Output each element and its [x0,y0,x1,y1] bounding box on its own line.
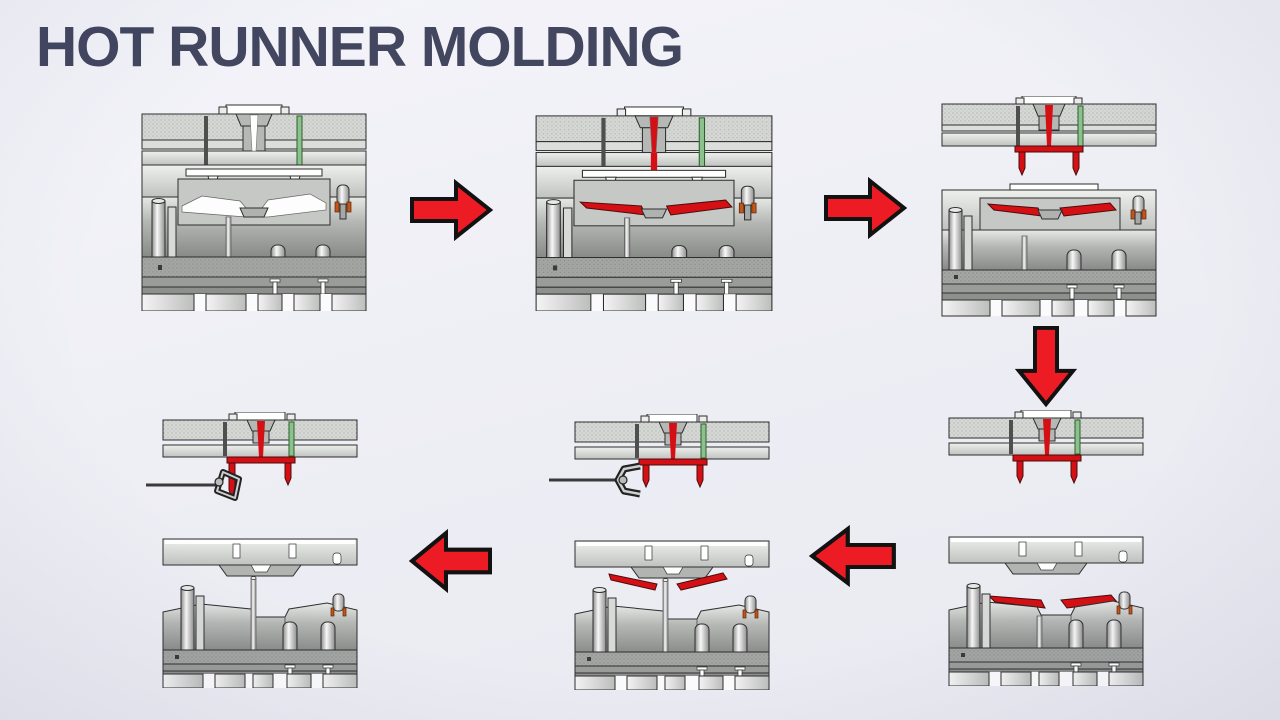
green-pin [1074,419,1081,455]
flow-arrow-3-down-icon [1014,324,1078,408]
block-arrow-down-icon [1014,325,1078,408]
green-pin [296,115,303,166]
mold-diagram-runner-removal [146,412,358,688]
side-component [1130,195,1147,225]
side-component [738,185,757,221]
gripper-arm-closed [146,469,242,501]
molded-part [987,594,1118,609]
flow-arrow-5-left-icon [408,528,494,594]
cavity-plate [177,178,331,226]
mold-stack [948,410,1144,686]
mold-stack [574,414,770,690]
runner-system [1014,105,1084,177]
page-title: HOT RUNNER MOLDING [36,15,684,79]
side-component [334,184,352,220]
stripper-plate [948,536,1144,575]
stripper-plate [574,540,770,579]
mold-diagram-injection-fill [535,106,773,311]
stripper-plate [162,538,358,577]
base-plate [941,299,1157,317]
stage-3-mold-open [936,96,1162,318]
runner-system [1012,419,1082,485]
runner-system [638,423,708,489]
mold-diagram-mold-closed [141,104,367,311]
runner-system [226,421,296,500]
base-plate [141,293,367,311]
ejector-assembly [941,269,1157,301]
green-pin [288,421,295,457]
green-pin [1077,105,1084,147]
cavity-plate [573,179,735,227]
stage-6-runner-removal [140,412,362,688]
molded-part-ejected [608,572,728,591]
top-clamp-plates [535,106,773,167]
base-plate [948,671,1144,686]
flow-arrow-2-right-icon [822,176,908,240]
mold-stack [162,412,358,688]
top-clamp-plates [141,104,367,166]
mold-diagram-plates-separated [948,410,1144,686]
stage-4-plates-separated [944,410,1148,686]
stage-2-injection-fill [534,105,774,311]
flow-arrow-1-right-icon [408,178,494,242]
gripper-arm-open [549,462,641,498]
mold-diagram-mold-open [941,96,1157,317]
cavity-plate [941,183,1157,233]
green-pin [698,117,706,167]
base-plate [574,675,770,690]
base-plate [535,293,773,311]
flow-arrow-4-left-icon [808,524,898,588]
block-arrow-left-icon [808,524,896,588]
stage-5-part-ejection [545,414,773,690]
block-arrow-left-icon [408,528,492,594]
mold-diagram-part-ejection [549,414,770,690]
base-plate [162,673,358,688]
green-pin [700,423,707,459]
ejector-assembly [141,256,367,295]
side-component [742,595,759,619]
block-arrow-right-icon [824,176,908,240]
stage-1-mold-closed [140,103,368,311]
block-arrow-right-icon [410,178,494,242]
side-component [330,593,347,617]
side-component [1116,591,1133,615]
ejector-assembly [535,257,773,295]
